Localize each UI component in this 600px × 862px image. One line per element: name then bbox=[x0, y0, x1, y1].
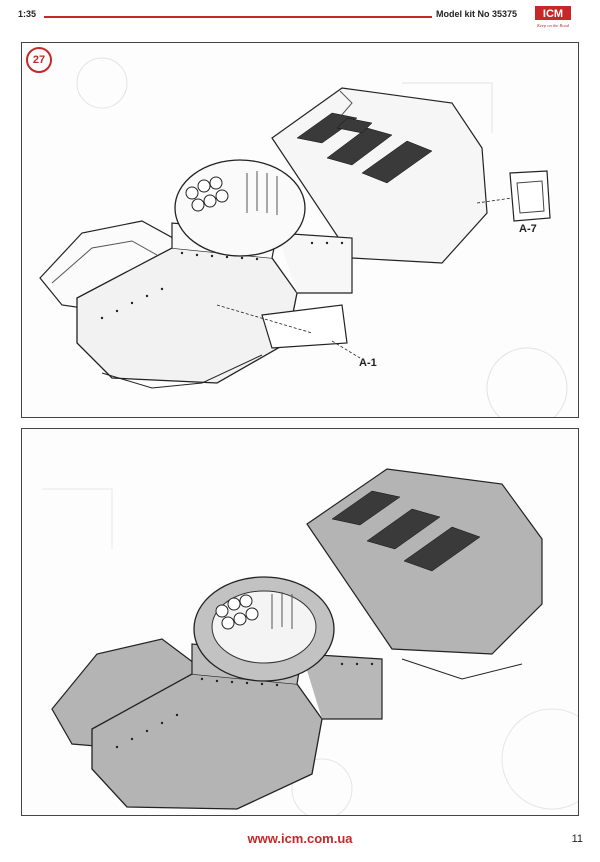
step-number-badge: 27 bbox=[26, 47, 52, 73]
header-rule bbox=[44, 16, 432, 18]
part-label-a7: A-7 bbox=[519, 223, 537, 235]
model-kit-number: Model kit No 35375 bbox=[436, 9, 518, 19]
svg-text:ICM: ICM bbox=[543, 8, 563, 20]
assembly-step-panel: 27 bbox=[21, 42, 579, 418]
website-url[interactable]: www.icm.com.ua bbox=[247, 831, 353, 846]
part-label-a1: A-1 bbox=[359, 357, 377, 369]
part-a7-shape bbox=[509, 170, 551, 222]
scale-label: 1:35 bbox=[18, 9, 37, 19]
page-number: 11 bbox=[571, 833, 583, 845]
svg-text:Keep on the Road: Keep on the Road bbox=[536, 23, 570, 28]
part-a1-shape bbox=[261, 304, 348, 349]
ammo-rack bbox=[185, 176, 229, 212]
hull-result-illustration bbox=[42, 468, 578, 815]
assembly-result-panel bbox=[21, 428, 579, 816]
engine-grille-finished bbox=[331, 490, 481, 572]
icm-logo: ICM Keep on the Road bbox=[535, 6, 571, 28]
hull-assembly-illustration bbox=[39, 57, 568, 417]
engine-grille bbox=[296, 112, 433, 184]
